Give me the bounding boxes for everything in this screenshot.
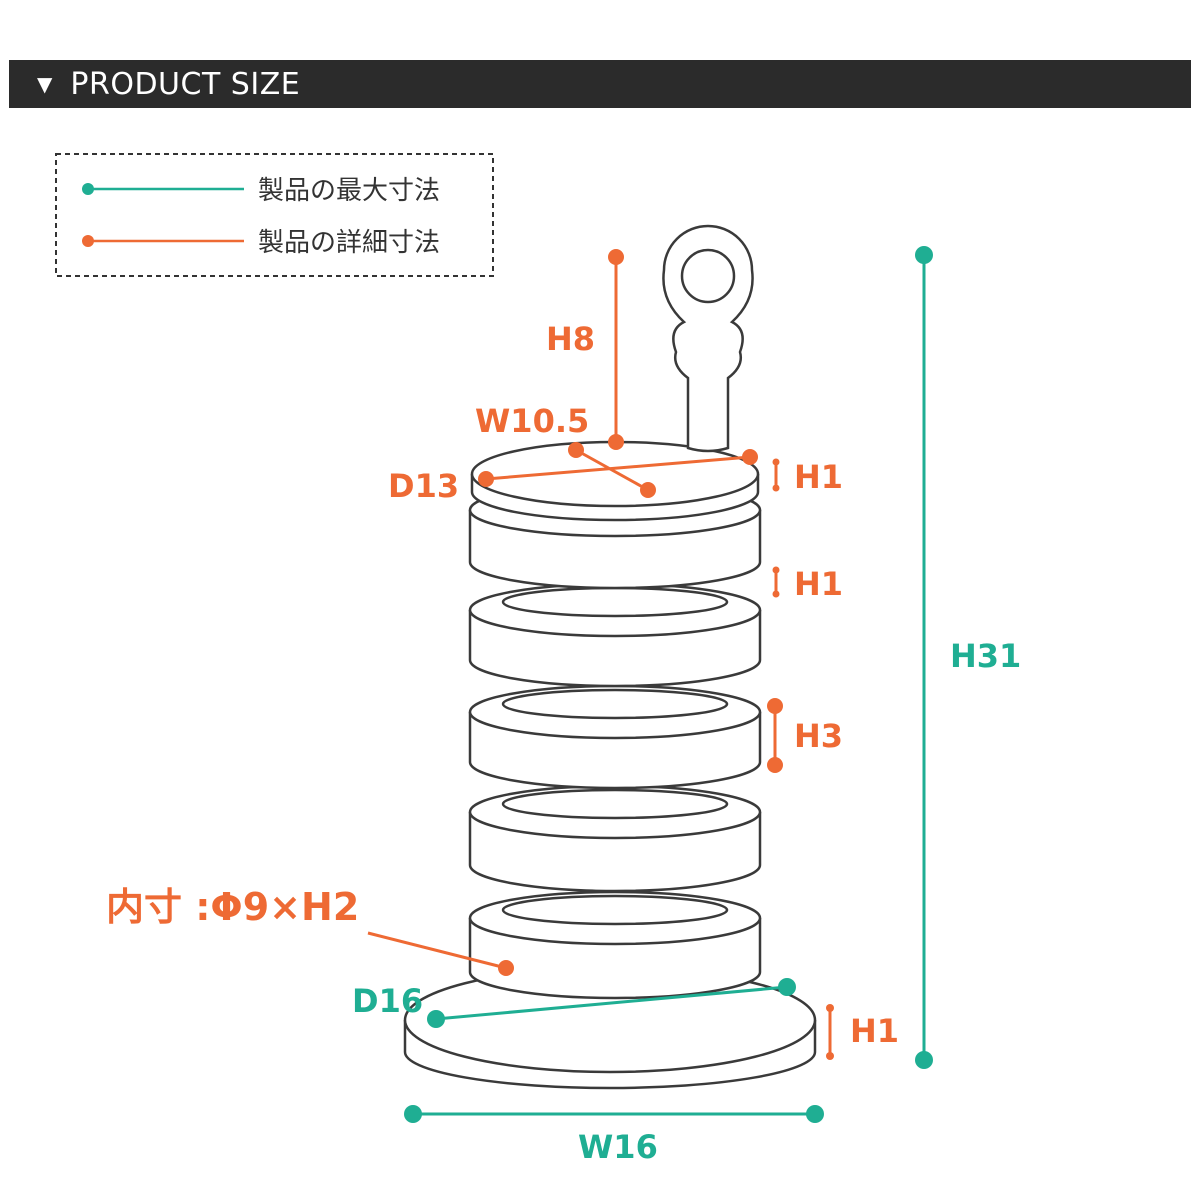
- w10-5-dot-top: [568, 442, 584, 458]
- d13-line: [485, 455, 751, 481]
- d16-dot-right: [778, 978, 796, 996]
- label-w16: W16: [578, 1128, 658, 1166]
- h8-dot-top: [608, 249, 624, 265]
- h3-dot-bottom: [767, 757, 783, 773]
- h3-dot-top: [767, 698, 783, 714]
- legend-box: [55, 153, 494, 277]
- d16-line: [435, 985, 788, 1021]
- legend-detail-dot: [82, 235, 94, 247]
- label-h8: H8: [546, 320, 595, 358]
- detail-dimensions: [367, 249, 834, 1060]
- h1-base-dot-top: [826, 1004, 834, 1012]
- w10-5-line: [575, 448, 649, 492]
- legend-max-dot: [82, 183, 94, 195]
- label-inner-size: 内寸 :Φ9×H2: [106, 885, 359, 929]
- max-dimensions: [404, 246, 933, 1123]
- product-drawing: [403, 224, 817, 1090]
- label-w10-5: W10.5: [475, 402, 589, 440]
- inner-pointer-line: [367, 931, 507, 970]
- h31-dot-top: [915, 246, 933, 264]
- inner-pointer-dot: [498, 960, 514, 976]
- label-d16: D16: [352, 982, 423, 1020]
- h1-base-dot-bottom: [826, 1052, 834, 1060]
- w16-dot-right: [806, 1105, 824, 1123]
- tier-2-inner: [501, 586, 729, 618]
- h1-lid-dot-top: [772, 458, 780, 466]
- label-h1-tier: H1: [794, 565, 843, 603]
- legend-detail-label: 製品の詳細寸法: [258, 228, 440, 258]
- d13-dot-right: [742, 449, 758, 465]
- h1-tier-dot-bottom: [772, 590, 780, 598]
- legend-max-label: 製品の最大寸法: [258, 176, 440, 206]
- label-h31: H31: [950, 637, 1021, 675]
- label-h3: H3: [794, 717, 843, 755]
- d13-dot-left: [478, 471, 494, 487]
- d16-dot-left: [427, 1010, 445, 1028]
- h1-lid-dot-bottom: [772, 484, 780, 492]
- label-h1-base: H1: [850, 1012, 899, 1050]
- tier-4-inner: [501, 788, 729, 820]
- h31-dot-bottom: [915, 1051, 933, 1069]
- h1-tier-dot-top: [772, 566, 780, 574]
- h8-dot-bottom: [608, 434, 624, 450]
- legend: 製品の最大寸法 製品の詳細寸法: [55, 153, 494, 277]
- section-title: PRODUCT SIZE: [70, 66, 301, 102]
- handle-ring-hole: [680, 248, 736, 304]
- section-header: ▼ PRODUCT SIZE: [9, 60, 1191, 108]
- label-h1-lid: H1: [794, 458, 843, 496]
- tier-3-inner: [501, 688, 729, 720]
- triangle-down-icon: ▼: [37, 72, 53, 96]
- w10-5-dot-bottom: [640, 482, 656, 498]
- w16-dot-left: [404, 1105, 422, 1123]
- tier-5-inner: [501, 894, 729, 926]
- label-d13: D13: [388, 467, 459, 505]
